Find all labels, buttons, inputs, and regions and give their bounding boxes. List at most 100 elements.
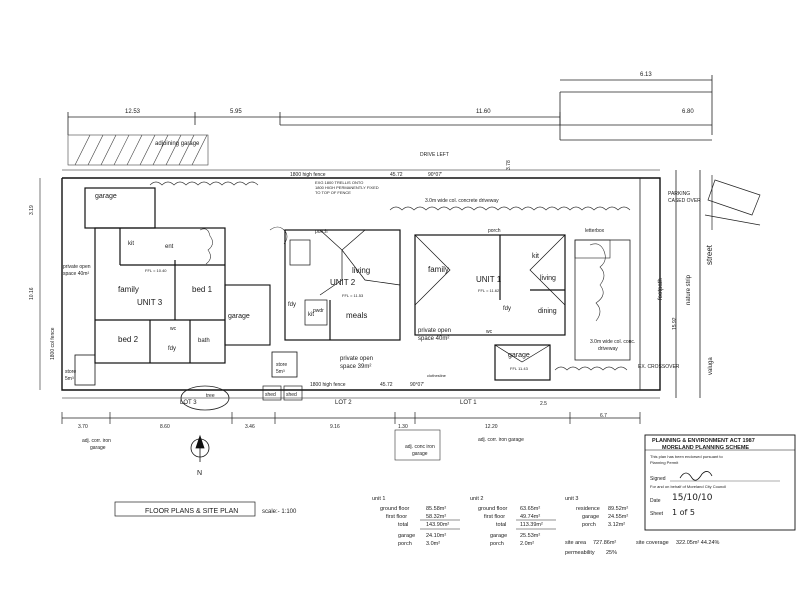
mid-garage-label: garage	[228, 313, 250, 320]
driveway-top-label: 3.0m wide col. concrete driveway	[425, 198, 499, 204]
stamp-date-label: Date	[650, 498, 661, 504]
u3-area-porch-label: porch	[582, 522, 596, 528]
dim-12-53: 12.53	[125, 109, 141, 115]
clothesline-label: clothesline	[427, 373, 447, 378]
planning-stamp: PLANNING & ENVIRONMENT ACT 1987 MORELAND…	[644, 434, 796, 531]
u3-pos-1: private open	[63, 264, 91, 270]
parking-label: PARKING	[668, 191, 690, 197]
u2-pos-2: space 39m²	[340, 364, 371, 370]
scale-label: scale:- 1:100	[262, 509, 297, 515]
u3-area-residence-value: 89.52m²	[608, 506, 628, 512]
dim-3-78: 3.78	[506, 160, 512, 170]
u2-area-ground-value: 63.65m²	[520, 506, 540, 512]
u3-bath: bath	[198, 338, 210, 344]
trellis-note-1: EXG 1800 TRELLIS ONTO	[315, 180, 363, 185]
adj-garage-mid-outline	[394, 429, 441, 461]
u2-pwdr: pwdr	[313, 308, 324, 314]
u3-area-garage-value: 24.55m²	[608, 514, 628, 520]
shed-1-label: shed	[265, 392, 276, 398]
u1-dining: dining	[538, 308, 557, 315]
adj-iron-left-2: garage	[90, 445, 106, 451]
trellis-note-2: 1800 HIGH PERMANENTLY FIXED	[315, 185, 379, 190]
landscaping-shrubs	[149, 181, 631, 371]
u1-area-porch-label: porch	[398, 541, 412, 547]
u2-area-porch-value: 2.0m²	[520, 541, 534, 547]
adj-iron-mid-2: garage	[412, 451, 428, 457]
stamp-sheet-value: 1 of 5	[672, 508, 695, 517]
u1-area-garage-label: garage	[398, 533, 415, 539]
u1-garage-ffl: FFL 11.43	[510, 366, 529, 371]
dim-90-07-bottom: 90°07'	[410, 382, 424, 388]
u2-store-2: 5m³	[276, 369, 285, 375]
dim-6-80: 6.80	[682, 109, 694, 115]
u1-pos-1: private open	[418, 328, 451, 334]
u3-unit-label: UNIT 3	[137, 298, 163, 307]
lot1-label: LOT 1	[460, 400, 477, 406]
stamp-line2: MORELAND PLANNING SCHEME	[662, 445, 749, 451]
street-label: street	[705, 244, 714, 265]
u2-area-garage-label: garage	[490, 533, 507, 539]
dim-11-60: 11.60	[476, 109, 491, 115]
u1-area-garage-value: 24.10m²	[426, 533, 446, 539]
u3-area-garage-label: garage	[582, 514, 599, 520]
u3-store-1: store	[65, 369, 76, 375]
stamp-for-label: For and on behalf of Moreland City Counc…	[650, 484, 726, 489]
u3-bed2: bed 2	[118, 335, 139, 344]
u1-area-porch-value: 3.0m²	[426, 541, 440, 547]
trellis-note-3: TO TOP OF FENCE	[315, 190, 351, 195]
u1-ffl: FFL = 11.62	[478, 288, 500, 293]
u2-area-heading: unit 2	[470, 496, 483, 502]
top-dimension-lines	[67, 75, 713, 141]
u2-meals: meals	[346, 311, 367, 320]
u3-area-heading: unit 3	[565, 496, 578, 502]
stamp-line3: This plan has been endorsed pursuant to	[650, 454, 723, 459]
u2-ffl: FFL = 11.53	[342, 293, 364, 298]
site-coverage-value: 322.05m² 44.24%	[676, 540, 720, 546]
u2-area-garage-value: 25.53m²	[520, 533, 540, 539]
letterbox-label: letterbox	[585, 228, 605, 234]
dim-45-72-top: 45.72	[390, 172, 403, 178]
dim-12-20: 12.20	[485, 424, 498, 430]
dim-90-07-top: 90°07'	[428, 172, 442, 178]
shed-2-outline	[283, 385, 303, 401]
dim-9-16: 9.16	[330, 424, 340, 430]
top-right-corner-marks	[704, 175, 761, 230]
u2-kit: kit	[308, 312, 314, 318]
site-boundary	[61, 169, 661, 399]
u1-kit: kit	[532, 253, 539, 260]
valuga-label: valuga	[708, 357, 714, 375]
u3-store-2: 5m³	[65, 376, 74, 382]
north-arrow-icon	[190, 434, 210, 462]
u3-wc: wc	[170, 326, 177, 332]
dim-2-5: 2.5	[540, 401, 547, 407]
u1-area-ground-label: ground floor	[380, 506, 410, 512]
u3-ffl: FFL = 10.40	[145, 268, 167, 273]
u3-area-porch-value: 3.12m²	[608, 522, 625, 528]
u3-area-residence-label: residence	[576, 506, 600, 512]
u2-living: living	[352, 266, 370, 275]
u1-living: living	[540, 275, 556, 282]
stamp-line4: Planning Permit	[650, 460, 679, 465]
u1-wc: wc	[486, 329, 493, 335]
tree-label: tree	[206, 393, 215, 399]
u2-area-ground-label: ground floor	[478, 506, 508, 512]
driveway-bottom-2: driveway	[598, 346, 618, 352]
shed-2-label: shed	[286, 392, 297, 398]
adj-iron-right-1: adj. corr. iron garage	[478, 437, 524, 443]
u2-fdy: fdy	[288, 302, 296, 308]
front-yard	[574, 170, 701, 398]
dim-6-7: 6.7	[600, 413, 607, 419]
ex-crossover-label: EX. CROSSOVER	[638, 364, 680, 370]
u1-area-total-value: 143.90m²	[426, 522, 449, 528]
adjoining-garage-hatch	[67, 134, 209, 166]
stamp-signed-label: Signed	[650, 476, 666, 482]
dim-10-16: 10.16	[29, 287, 35, 300]
tree-outline	[180, 385, 230, 411]
site-area-value: 727.86m²	[593, 540, 616, 546]
u3-kit: kit	[128, 241, 134, 247]
u3-ent: ent	[165, 244, 174, 250]
permeability-label: permeability	[565, 550, 595, 556]
drive-left-label: DRIVE LEFT	[420, 152, 449, 158]
dim-3-70: 3.70	[78, 424, 88, 430]
